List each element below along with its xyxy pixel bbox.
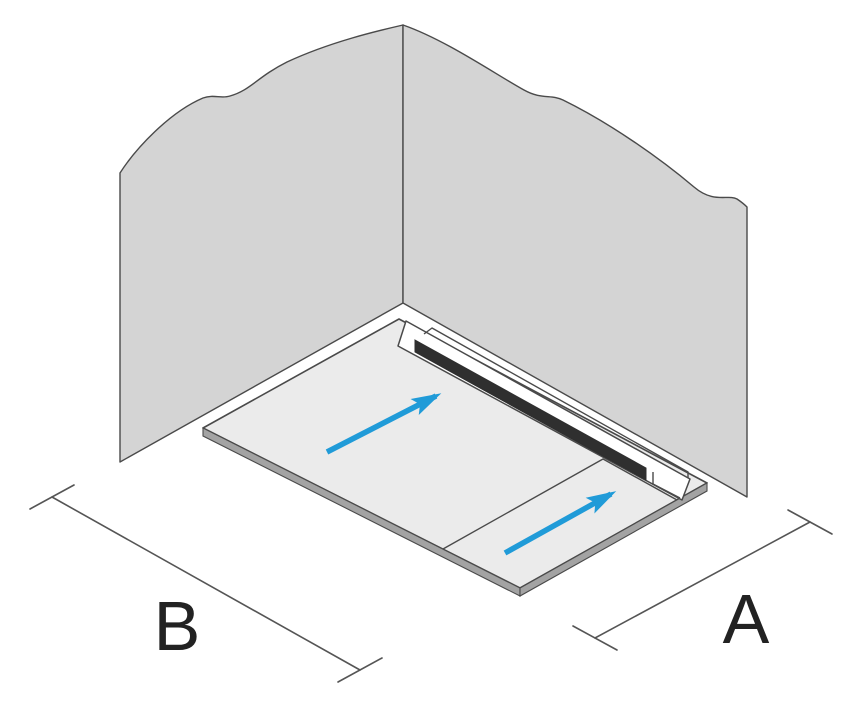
- dimension-a-tick-start: [572, 625, 618, 651]
- dimension-b: B: [29, 484, 383, 683]
- dimension-a-line: [594, 521, 811, 639]
- drain-grate: [414, 339, 647, 481]
- dimension-b-line: [51, 496, 361, 671]
- dimension-a-tick-end: [787, 509, 833, 535]
- right-wall-panel: [402, 24, 748, 498]
- slope-fold-line: [442, 458, 678, 550]
- dimension-b-tick-end: [337, 657, 383, 683]
- dimension-a-label: A: [723, 580, 770, 658]
- left-wall-panel: [119, 24, 404, 463]
- drain-frame-lip: [423, 327, 689, 478]
- board-edge-right: [519, 482, 708, 597]
- drain-frame-step: [652, 472, 681, 499]
- slope-arrow-side: [503, 491, 617, 556]
- slope-arrow-main: [325, 393, 442, 455]
- dimension-b-label: B: [154, 587, 201, 665]
- dimension-a: A: [572, 509, 833, 658]
- dimension-b-tick-start: [29, 484, 75, 510]
